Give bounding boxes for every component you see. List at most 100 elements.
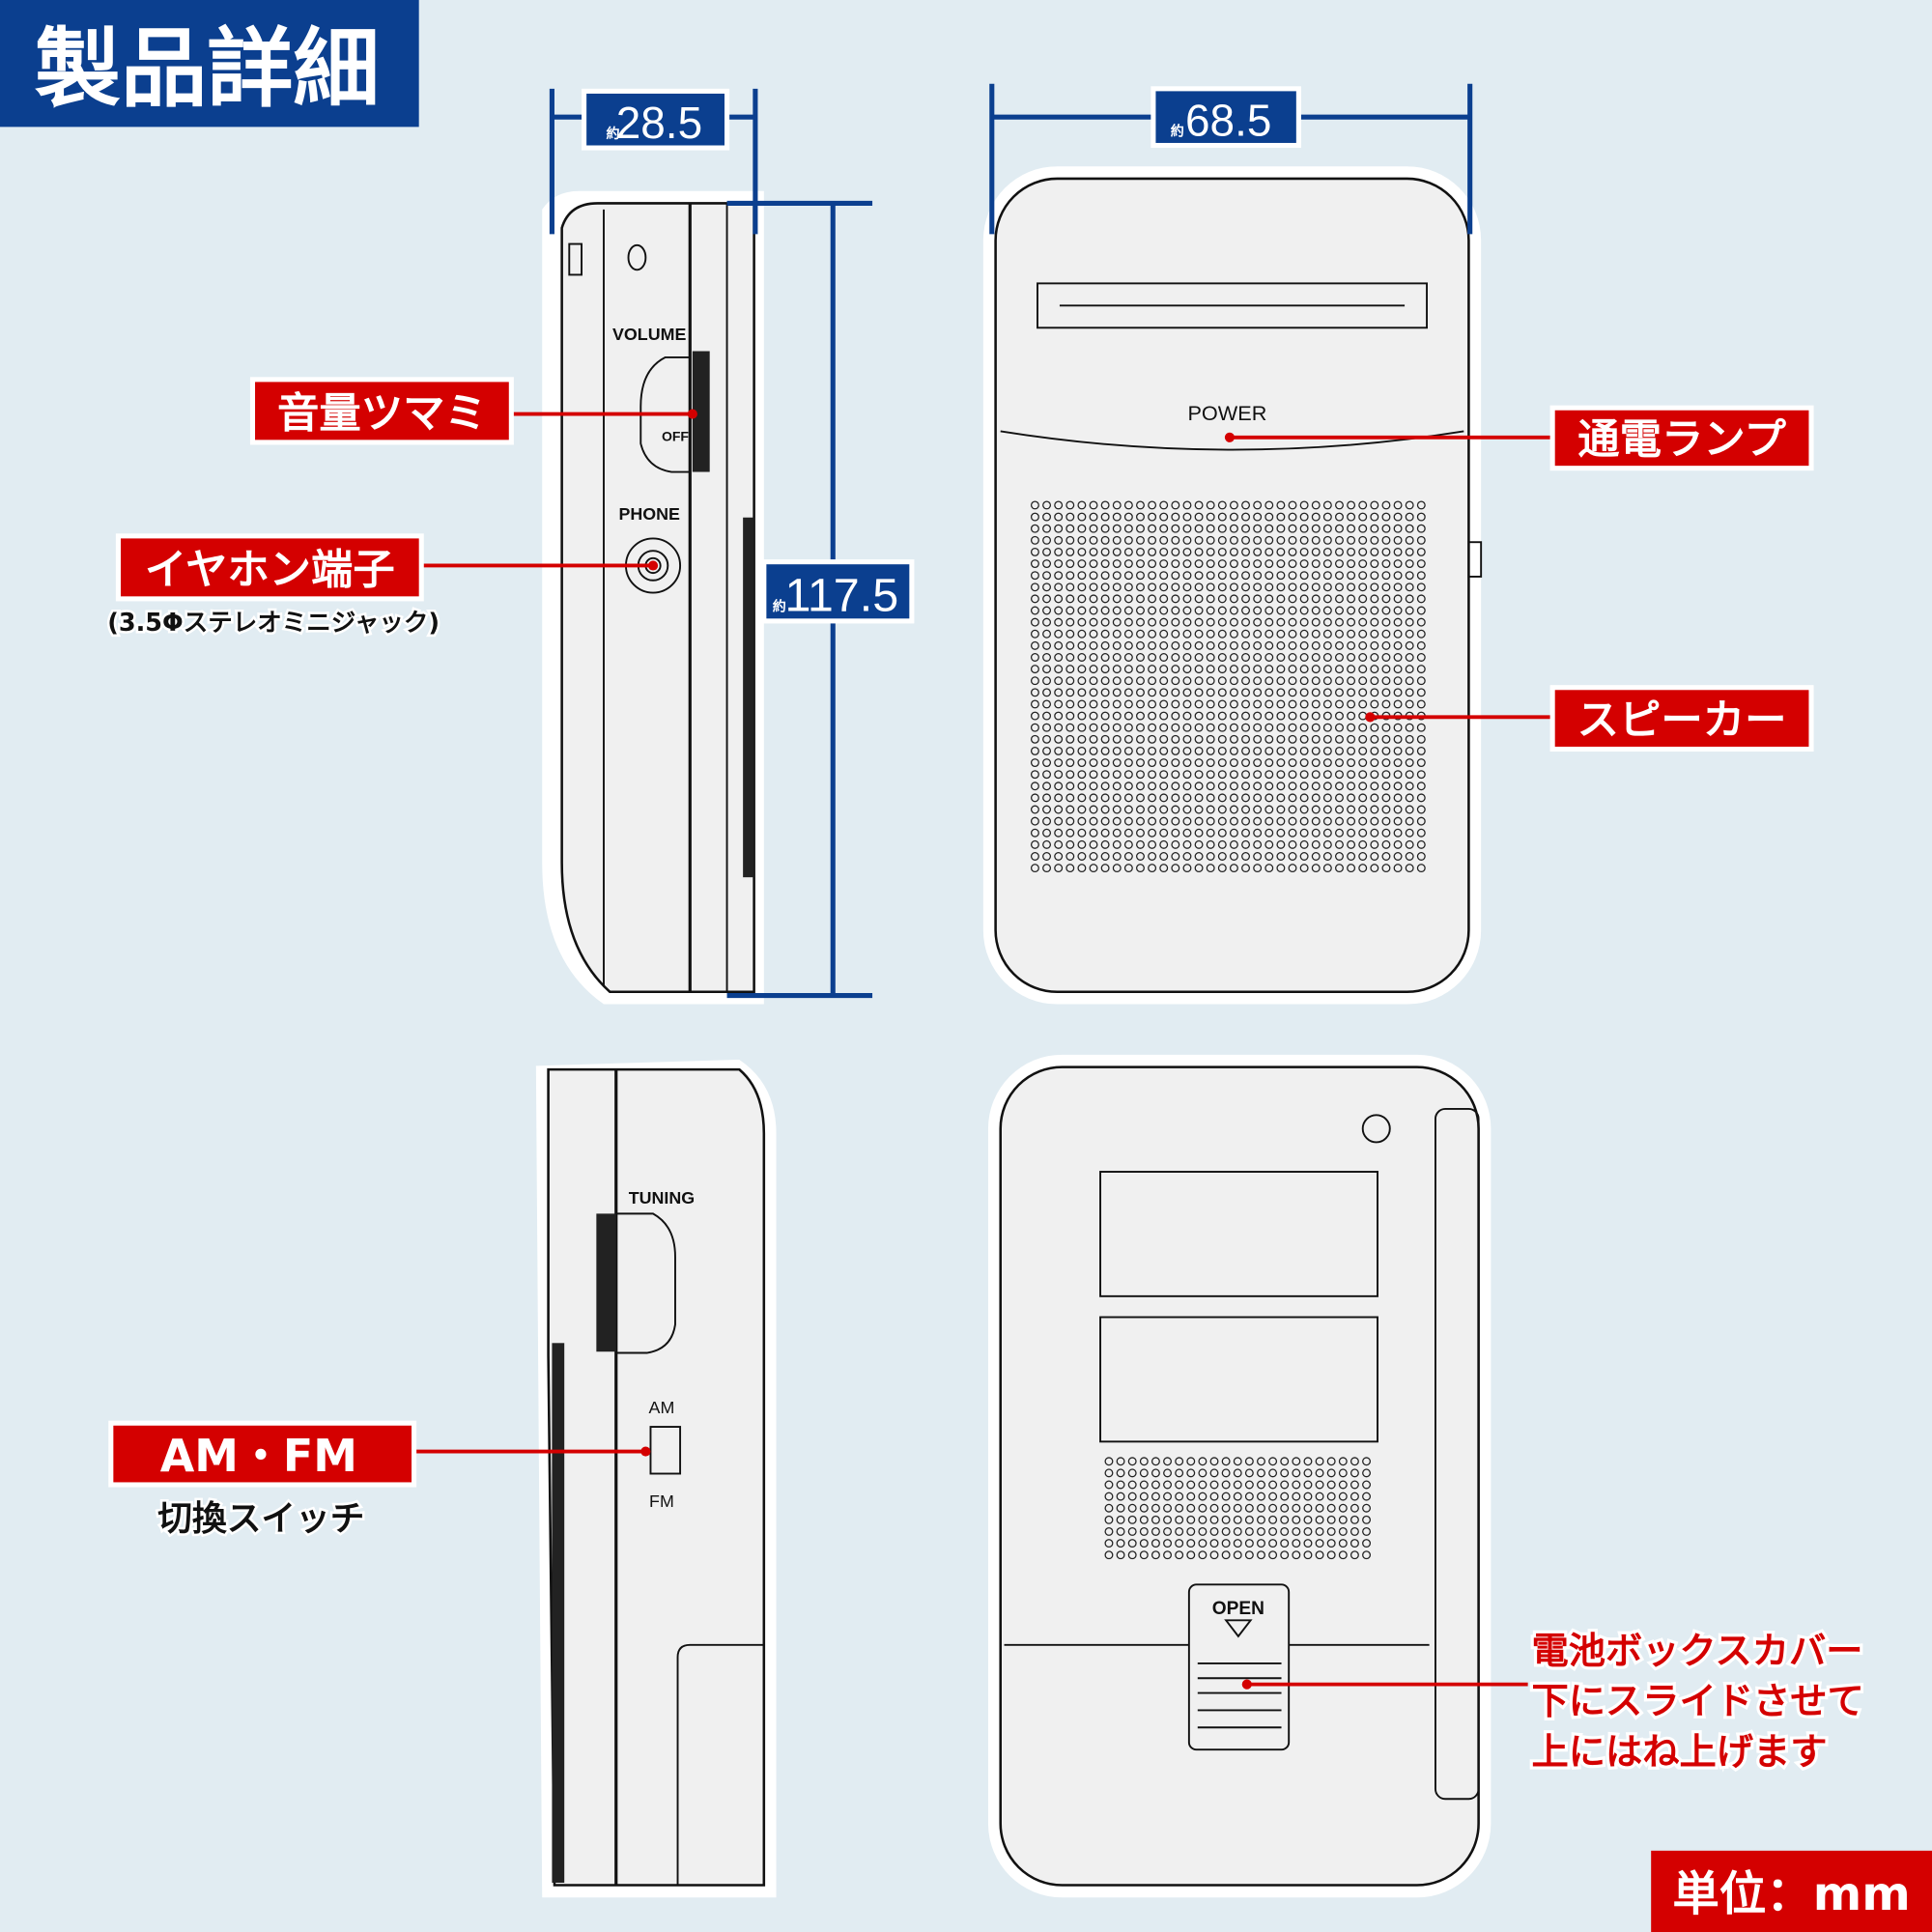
speaker-hole: [1112, 582, 1122, 592]
speaker-hole: [1322, 582, 1332, 592]
speaker-hole: [1112, 781, 1122, 791]
speaker-hole: [1288, 512, 1297, 522]
speaker-hole: [1370, 640, 1379, 650]
speaker-hole: [1393, 839, 1403, 849]
speaker-hole: [1182, 839, 1192, 849]
speaker-hole: [1264, 816, 1274, 826]
speaker-hole: [1077, 864, 1087, 873]
speaker-hole: [1292, 1480, 1301, 1490]
speaker-hole: [1151, 1480, 1160, 1490]
speaker-hole: [1042, 547, 1052, 556]
speaker-hole: [1065, 864, 1075, 873]
speaker-hole: [1206, 793, 1215, 803]
speaker-hole: [1123, 653, 1133, 662]
speaker-hole: [1338, 1468, 1348, 1478]
speaker-hole: [1311, 547, 1321, 556]
speaker-hole: [1065, 665, 1075, 674]
speaker-hole: [1217, 629, 1227, 639]
speaker-hole: [1089, 640, 1098, 650]
speaker-hole: [1229, 816, 1238, 826]
battery-cover[interactable]: [1187, 1583, 1291, 1751]
speaker-hole: [1335, 653, 1344, 662]
speaker-hole: [1030, 770, 1039, 780]
speaker-hole: [1338, 1492, 1348, 1501]
speaker-hole: [1393, 547, 1403, 556]
speaker-hole: [1217, 852, 1227, 861]
speaker-hole: [1322, 559, 1332, 569]
speaker-hole: [1100, 559, 1110, 569]
speaker-hole: [1257, 1468, 1265, 1478]
speaker-hole: [1123, 758, 1133, 768]
speaker-hole: [1030, 629, 1039, 639]
speaker-hole: [1350, 1468, 1359, 1478]
speaker-hole: [1054, 582, 1064, 592]
speaker-hole: [1182, 816, 1192, 826]
speaker-hole: [1159, 500, 1169, 510]
speaker-hole: [1159, 665, 1169, 674]
speaker-hole: [1241, 617, 1251, 627]
speaker-hole: [1171, 734, 1180, 744]
am-marking: AM: [649, 1398, 675, 1417]
speaker-hole: [1347, 606, 1356, 615]
speaker-hole: [1311, 617, 1321, 627]
volume-knob-label: 音量ツマミ: [277, 390, 487, 439]
height-dimension: 約 117.5: [726, 200, 915, 999]
speaker-hole: [1077, 512, 1087, 522]
speaker-hole: [1241, 781, 1251, 791]
speaker-hole: [1257, 1550, 1265, 1560]
speaker-hole: [1276, 723, 1286, 732]
speaker-hole: [1347, 770, 1356, 780]
speaker-hole: [1322, 547, 1332, 556]
speaker-hole: [1206, 734, 1215, 744]
speaker-hole: [1217, 770, 1227, 780]
speaker-hole: [1148, 640, 1157, 650]
speaker-hole: [1217, 535, 1227, 545]
volume-knob[interactable]: [692, 351, 710, 472]
speaker-hole: [1221, 1503, 1231, 1513]
speaker-hole: [1303, 1539, 1313, 1548]
speaker-hole: [1182, 547, 1192, 556]
speaker-hole: [1393, 793, 1403, 803]
speaker-hole: [1370, 594, 1379, 604]
speaker-hole: [1089, 500, 1098, 510]
speaker-hole: [1299, 793, 1309, 803]
speaker-hole: [1253, 723, 1263, 732]
speaker-hole: [1311, 758, 1321, 768]
speaker-hole: [1288, 640, 1297, 650]
speaker-hole: [1065, 839, 1075, 849]
speaker-hole: [1163, 1550, 1173, 1560]
speaker-hole: [1288, 723, 1297, 732]
speaker-hole: [1042, 723, 1052, 732]
speaker-hole: [1416, 571, 1426, 581]
speaker-hole: [1136, 512, 1145, 522]
speaker-hole: [1322, 816, 1332, 826]
speaker-hole: [1182, 711, 1192, 721]
am-fm-switch[interactable]: [649, 1426, 682, 1475]
speaker-hole: [1171, 535, 1180, 545]
speaker-hole: [1338, 1503, 1348, 1513]
speaker-hole: [1194, 640, 1204, 650]
speaker-hole: [1280, 1480, 1290, 1490]
tuning-knob[interactable]: [596, 1213, 616, 1352]
speaker-hole: [1194, 500, 1204, 510]
speaker-hole: [1123, 524, 1133, 533]
speaker-hole: [1217, 559, 1227, 569]
speaker-hole: [1299, 852, 1309, 861]
speaker-hole: [1123, 793, 1133, 803]
speaker-hole: [1299, 547, 1309, 556]
speaker-hole: [1288, 699, 1297, 709]
speaker-hole: [1089, 665, 1098, 674]
speaker-hole: [1381, 500, 1391, 510]
speaker-hole: [1276, 816, 1286, 826]
speaker-hole: [1159, 653, 1169, 662]
speaker-hole: [1139, 1492, 1149, 1501]
speaker-hole: [1276, 665, 1286, 674]
speaker-hole: [1358, 653, 1368, 662]
speaker-hole: [1136, 723, 1145, 732]
speaker-hole: [1171, 524, 1180, 533]
speaker-hole: [1139, 1550, 1149, 1560]
speaker-hole: [1335, 699, 1344, 709]
speaker-hole: [1416, 746, 1426, 755]
speaker-hole: [1347, 571, 1356, 581]
speaker-hole: [1347, 746, 1356, 755]
